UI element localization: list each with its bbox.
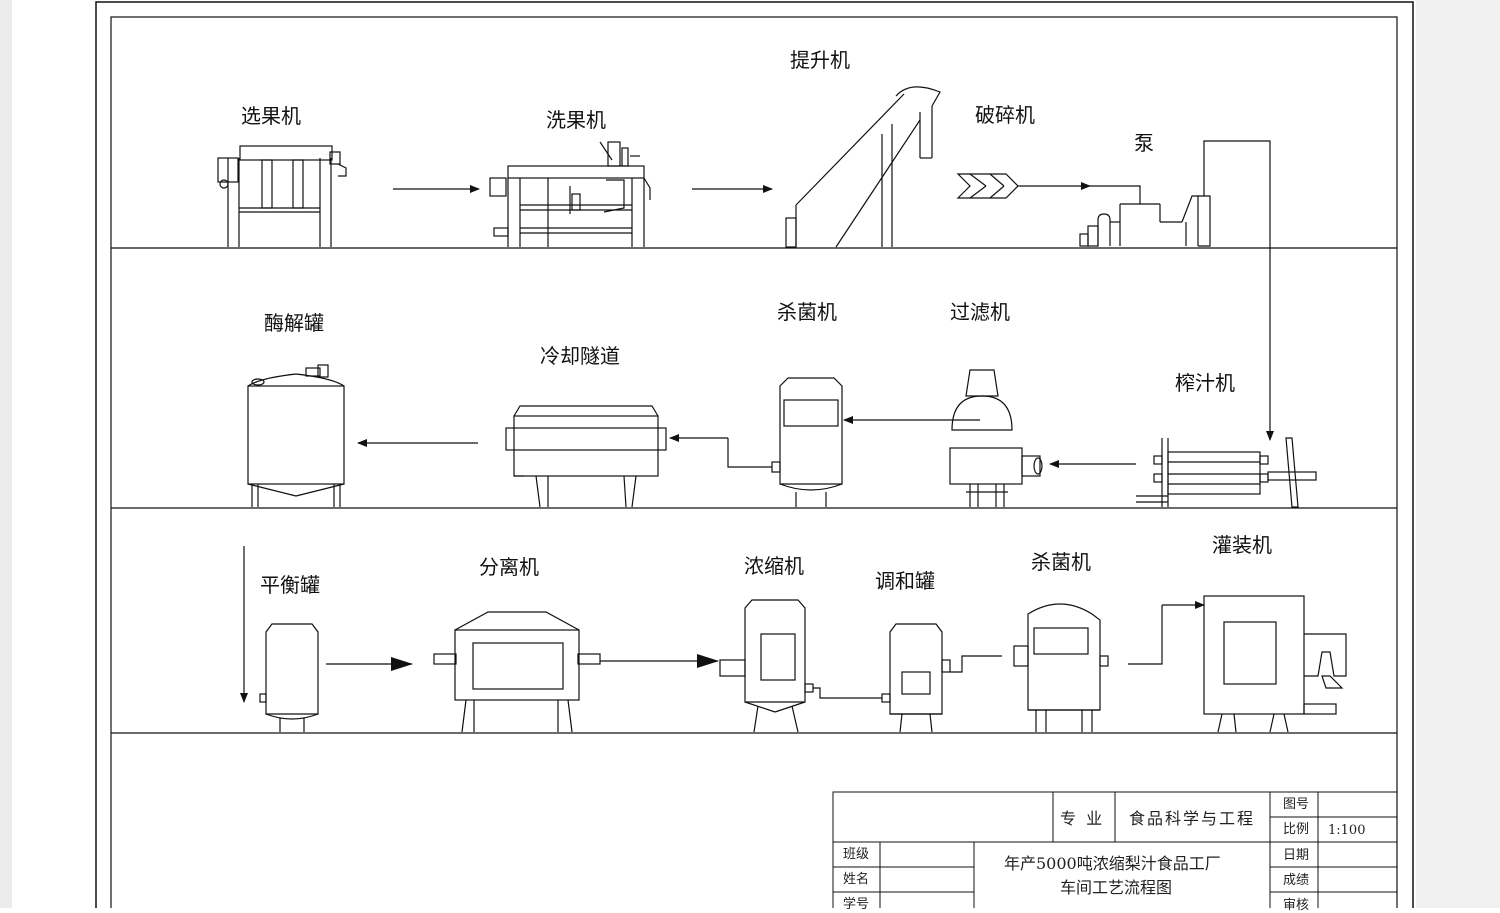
sterilizer-2-drawing xyxy=(1013,603,1109,732)
label-enzymolysis-tank: 酶解罐 xyxy=(264,311,324,335)
crusher-drawing xyxy=(956,173,1019,199)
label-balance-tank: 平衡罐 xyxy=(260,573,320,597)
label-concentrator: 浓缩机 xyxy=(744,554,804,578)
date-label: 日期 xyxy=(1283,848,1310,863)
fruit-sorter-drawing xyxy=(217,145,347,247)
balance-tank-drawing xyxy=(259,623,319,732)
cooling-tunnel-drawing xyxy=(505,405,667,508)
label-separator: 分离机 xyxy=(479,555,539,579)
blending-tank-drawing xyxy=(881,623,951,733)
left-margin xyxy=(0,0,12,908)
sterilizer-1-drawing xyxy=(771,377,843,507)
pump-drawing xyxy=(1079,195,1211,247)
concentrator-drawing xyxy=(719,599,814,733)
inner-border xyxy=(110,16,1398,908)
scale-label: 比例 xyxy=(1283,822,1310,837)
drawing-title-line2: 车间工艺流程图 xyxy=(1060,878,1173,897)
label-elevator: 提升机 xyxy=(790,48,850,72)
pipe-sterilizer-to-filler xyxy=(1128,605,1163,665)
label-pump: 泵 xyxy=(1134,131,1154,155)
filling-machine-drawing xyxy=(1203,595,1347,733)
pipe-pump-to-press xyxy=(1203,140,1274,441)
label-blending-tank: 调和罐 xyxy=(875,569,935,593)
grade-label: 成绩 xyxy=(1283,873,1310,888)
class-label: 班级 xyxy=(843,847,870,862)
separator-drawing xyxy=(433,611,601,733)
right-margin xyxy=(1416,0,1500,908)
label-sterilizer-2: 杀菌机 xyxy=(1031,550,1091,574)
drawing-no-label: 图号 xyxy=(1283,797,1310,812)
elevator-drawing xyxy=(785,86,941,248)
label-fruit-sorter: 选果机 xyxy=(241,104,301,128)
student-id-label: 学号 xyxy=(843,897,870,912)
label-sterilizer-1: 杀菌机 xyxy=(777,300,837,324)
major-value: 食品科学与工程 xyxy=(1129,809,1256,828)
pipe-blending-to-sterilizer xyxy=(950,655,1002,673)
major-label: 专 业 xyxy=(1060,809,1103,828)
label-crusher: 破碎机 xyxy=(975,103,1035,127)
juice-press-drawing xyxy=(1136,437,1317,508)
fruit-washer-drawing xyxy=(489,141,651,247)
pipe-concentrator-to-blending xyxy=(813,687,882,699)
label-cooling-tunnel: 冷却隧道 xyxy=(540,344,620,368)
scale-value: 1:100 xyxy=(1328,823,1366,838)
outer-border xyxy=(95,1,1414,908)
drawing-title-line1: 年产5000吨浓缩梨汁食品工厂 xyxy=(1004,854,1221,873)
label-filter: 过滤机 xyxy=(950,300,1010,324)
filter-drawing xyxy=(949,369,1043,507)
label-juice-press: 榨汁机 xyxy=(1175,371,1235,395)
name-label: 姓名 xyxy=(843,872,870,887)
title-block-lines xyxy=(832,791,1398,908)
enzymolysis-tank-drawing xyxy=(247,364,345,507)
label-filling-machine: 灌装机 xyxy=(1212,533,1272,557)
pipe-sterilizer-to-tunnel xyxy=(727,438,772,468)
review-label: 审核 xyxy=(1283,898,1310,913)
pipe-crusher-to-pump xyxy=(1090,185,1141,204)
label-fruit-washer: 洗果机 xyxy=(546,108,606,132)
